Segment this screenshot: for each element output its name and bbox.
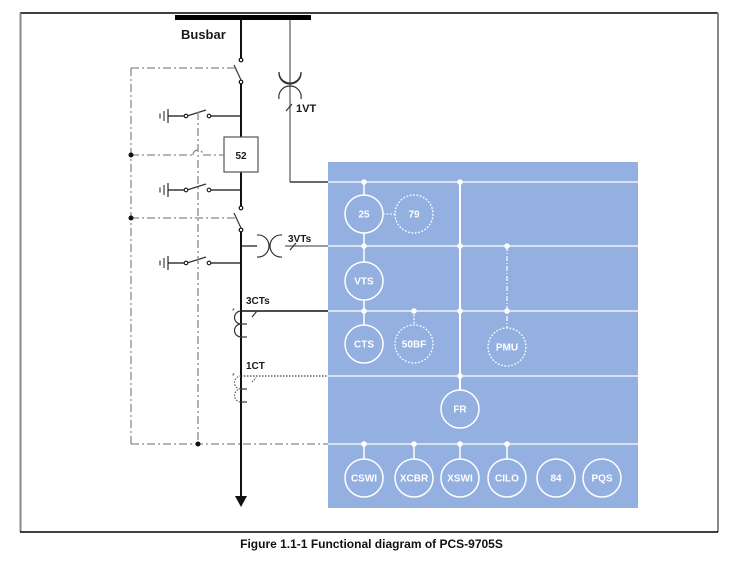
function-node-25[interactable]: 25	[344, 194, 384, 234]
function-node-50bf[interactable]: 50BF	[394, 324, 434, 364]
junction-dot	[195, 441, 201, 447]
function-node-circle	[487, 458, 527, 498]
function-node-label: PMU	[496, 343, 518, 354]
panel-bus-lines	[328, 179, 638, 459]
function-node-pqs[interactable]: PQS	[582, 458, 622, 498]
disconnector-busbar	[233, 57, 244, 85]
panel-junction-dot	[361, 308, 367, 314]
panel-junction-dot	[457, 179, 463, 185]
vt1-label: 1VT	[296, 103, 316, 115]
panel-junction-dot	[457, 441, 463, 447]
function-node-circle	[440, 458, 480, 498]
vt1-slash	[285, 103, 293, 112]
function-node-label: CTS	[354, 340, 374, 351]
junction-dot	[128, 215, 134, 221]
function-node-circle	[440, 389, 480, 429]
vt1-branch: 1VT	[278, 20, 328, 183]
function-node-circle	[394, 458, 434, 498]
function-node-circle	[582, 458, 622, 498]
function-node-label: FR	[453, 405, 467, 416]
vt3-branch: 3VTs	[241, 234, 328, 258]
function-node-vts[interactable]: VTS	[344, 261, 384, 301]
function-node-label: 25	[358, 210, 370, 221]
panel-junction-dot	[457, 243, 463, 249]
figure-caption: Figure 1.1-1 Functional diagram of PCS-9…	[240, 537, 503, 551]
function-node-label: 79	[408, 210, 420, 221]
vt3-slash	[289, 242, 297, 251]
function-node-cilo[interactable]: CILO	[487, 458, 527, 498]
earthing-switch	[159, 256, 241, 270]
function-node-cts[interactable]: CTS	[344, 324, 384, 364]
ground-icon	[159, 109, 169, 123]
control-signal-lines	[130, 67, 328, 445]
breaker-52-box	[223, 136, 259, 173]
function-node-cswi[interactable]: CSWI	[344, 458, 384, 498]
panel-junction-dot	[411, 308, 417, 314]
feeder-arrow-icon	[235, 496, 247, 507]
junction-dot	[128, 152, 134, 158]
function-node-circle	[344, 194, 384, 234]
function-node-label: 50BF	[402, 340, 426, 351]
earthing-switch	[159, 183, 241, 197]
function-node-fr[interactable]: FR	[440, 389, 480, 429]
ct3-symbol	[233, 310, 247, 338]
function-node-pmu[interactable]: PMU	[487, 327, 527, 367]
function-node-circle	[344, 458, 384, 498]
panel-junction-dot	[504, 308, 510, 314]
disconnector-line	[233, 205, 244, 233]
ct1-symbol	[233, 375, 242, 403]
function-node-label: CSWI	[351, 474, 377, 485]
panel-junction-dot	[361, 243, 367, 249]
function-node-label: 84	[550, 474, 562, 485]
vt1-symbol	[278, 71, 302, 100]
breaker-52-label: 52	[235, 151, 247, 162]
function-node-label: XSWI	[447, 474, 473, 485]
function-node-circle	[394, 194, 434, 234]
panel-junction-dot	[411, 441, 417, 447]
function-node-84[interactable]: 84	[536, 458, 576, 498]
panel-junction-dot	[457, 373, 463, 379]
ground-icon	[159, 256, 169, 270]
function-node-79[interactable]: 79	[394, 194, 434, 234]
ground-icon	[159, 183, 169, 197]
panel-junction-dot	[361, 179, 367, 185]
busbar-label: Busbar	[181, 27, 226, 42]
ct3-polarity-mark: *	[232, 308, 235, 315]
function-node-circle	[394, 324, 434, 364]
ct3-branch: * 3CTs	[232, 296, 328, 338]
ct1-polarity-mark: *	[232, 373, 235, 380]
function-node-circle	[487, 327, 527, 367]
panel-junction-dot	[504, 243, 510, 249]
vt3-label: 3VTs	[288, 234, 312, 245]
function-node-circle	[536, 458, 576, 498]
function-node-circle	[344, 324, 384, 364]
ct3-label: 3CTs	[246, 296, 270, 307]
function-node-label: XCBR	[400, 474, 429, 485]
function-node-label: CILO	[495, 474, 519, 485]
panel-junction-dot	[504, 441, 510, 447]
ct3-slash	[251, 310, 258, 318]
vt3-symbol	[256, 234, 283, 258]
earthing-switch	[159, 109, 241, 123]
function-node-circle	[344, 261, 384, 301]
function-node-label: VTS	[354, 277, 374, 288]
function-node-xcbr[interactable]: XCBR	[394, 458, 434, 498]
function-node-label: PQS	[591, 474, 612, 485]
panel-junction-dot	[361, 441, 367, 447]
function-node-xswi[interactable]: XSWI	[440, 458, 480, 498]
busbar	[175, 15, 311, 20]
panel-junction-dot	[457, 308, 463, 314]
ct1-slash	[251, 377, 257, 383]
ct1-label: 1CT	[246, 361, 265, 372]
ct1-branch: * 1CT	[232, 361, 328, 403]
